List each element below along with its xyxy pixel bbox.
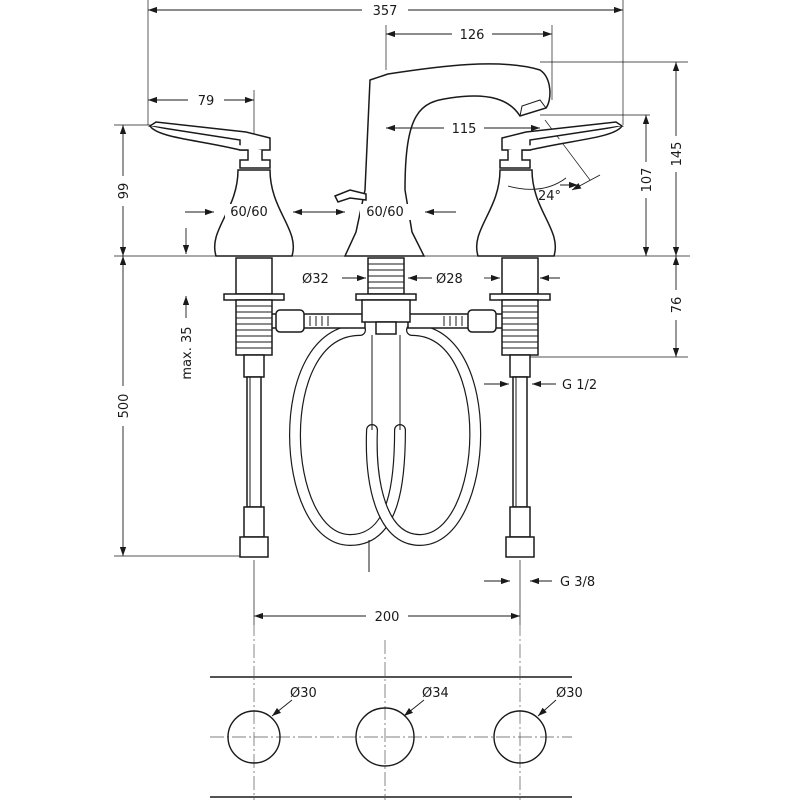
hole-right <box>493 710 547 764</box>
hole-left-label: Ø30 <box>290 686 317 701</box>
dim-spout-reach: 126 <box>460 28 485 43</box>
left-valve <box>147 121 295 558</box>
dim-shank-spout: Ø32 <box>302 272 329 287</box>
dim-inlet-thread: G 1/2 <box>562 378 597 393</box>
dim-spout-height: 145 <box>670 142 685 167</box>
supply-hoses <box>289 324 482 572</box>
hole-center <box>355 707 415 767</box>
hole-template: Ø30 Ø34 Ø30 <box>210 600 583 800</box>
dim-left-base: 60/60 <box>230 205 267 220</box>
hole-center-label: Ø34 <box>422 686 449 701</box>
dim-hose-length: 500 <box>117 394 132 419</box>
dim-shank-length: 76 <box>670 297 685 314</box>
dim-outlet-thread: G 3/8 <box>560 575 595 590</box>
dim-overall-width: 357 <box>373 4 398 19</box>
dim-spout-angle: 24° <box>538 189 561 204</box>
hole-left <box>227 710 281 764</box>
dim-handle-height: 99 <box>117 183 132 200</box>
dim-handle-offset: 79 <box>198 94 215 109</box>
dim-spout-inner: 115 <box>452 122 477 137</box>
right-valve <box>475 121 625 558</box>
dim-shank-valve: Ø28 <box>436 272 463 287</box>
dim-center-spacing: 200 <box>375 610 400 625</box>
dim-spout-base: 60/60 <box>366 205 403 220</box>
dim-outlet-height: 107 <box>640 168 655 193</box>
dimension-labels: 357 126 79 115 99 500 145 107 76 max. 35… <box>115 2 685 625</box>
hole-right-label: Ø30 <box>556 686 583 701</box>
dim-max-deck: max. 35 <box>180 326 195 379</box>
